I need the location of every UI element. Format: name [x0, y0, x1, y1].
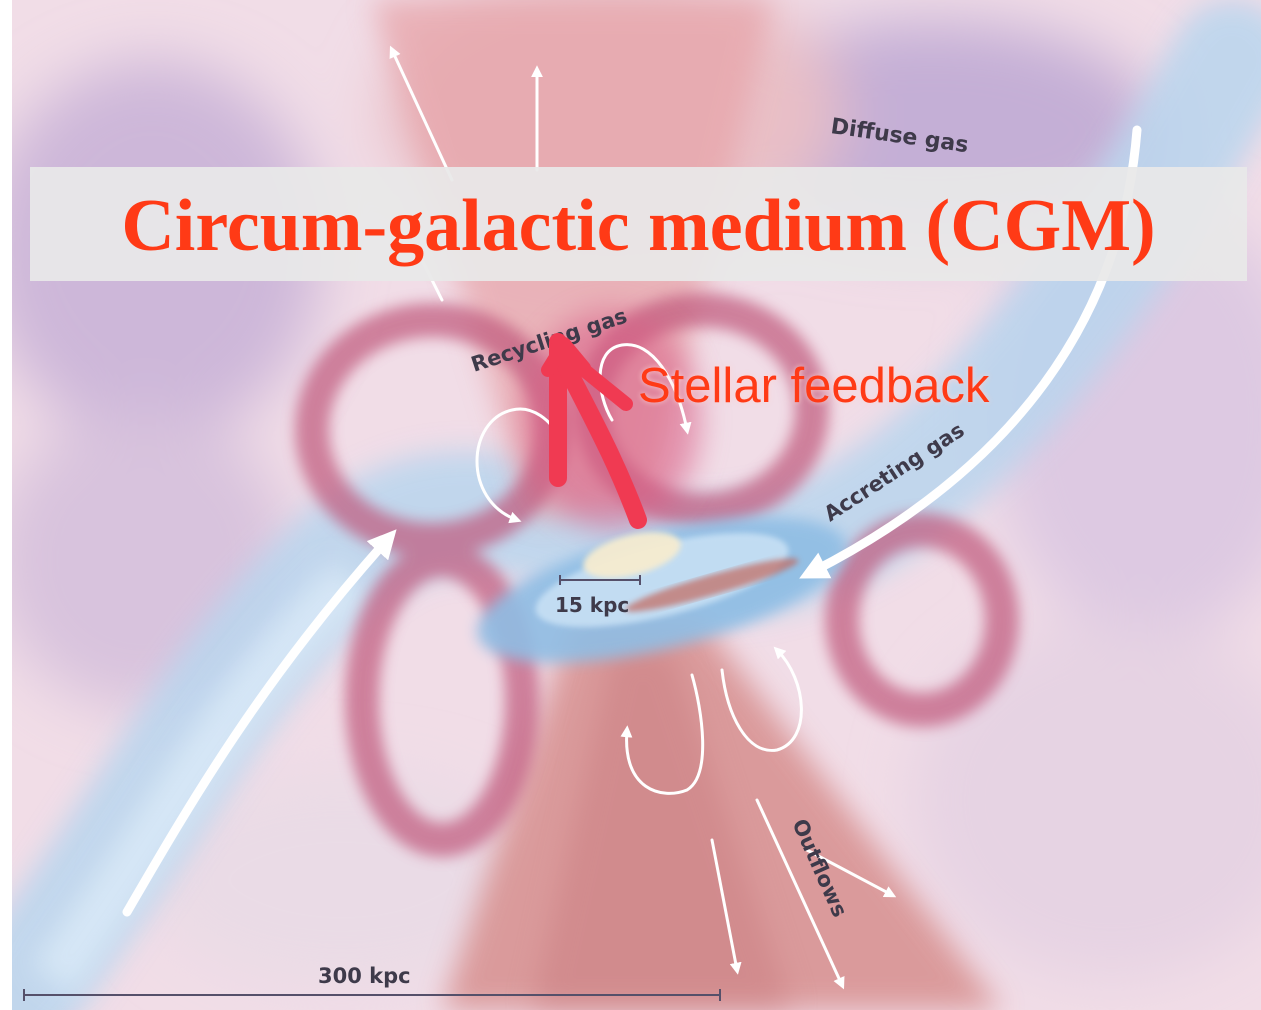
page-title: Circum-galactic medium (CGM) [121, 189, 1155, 263]
stellar-feedback-label: Stellar feedback [638, 358, 989, 414]
cgm-artwork: Diffuse gas Recycling gas Accreting gas … [12, 0, 1261, 1010]
title-banner: Circum-galactic medium (CGM) [30, 167, 1247, 281]
label-scale-15kpc: 15 kpc [555, 593, 629, 617]
label-scale-300kpc: 300 kpc [318, 964, 411, 988]
